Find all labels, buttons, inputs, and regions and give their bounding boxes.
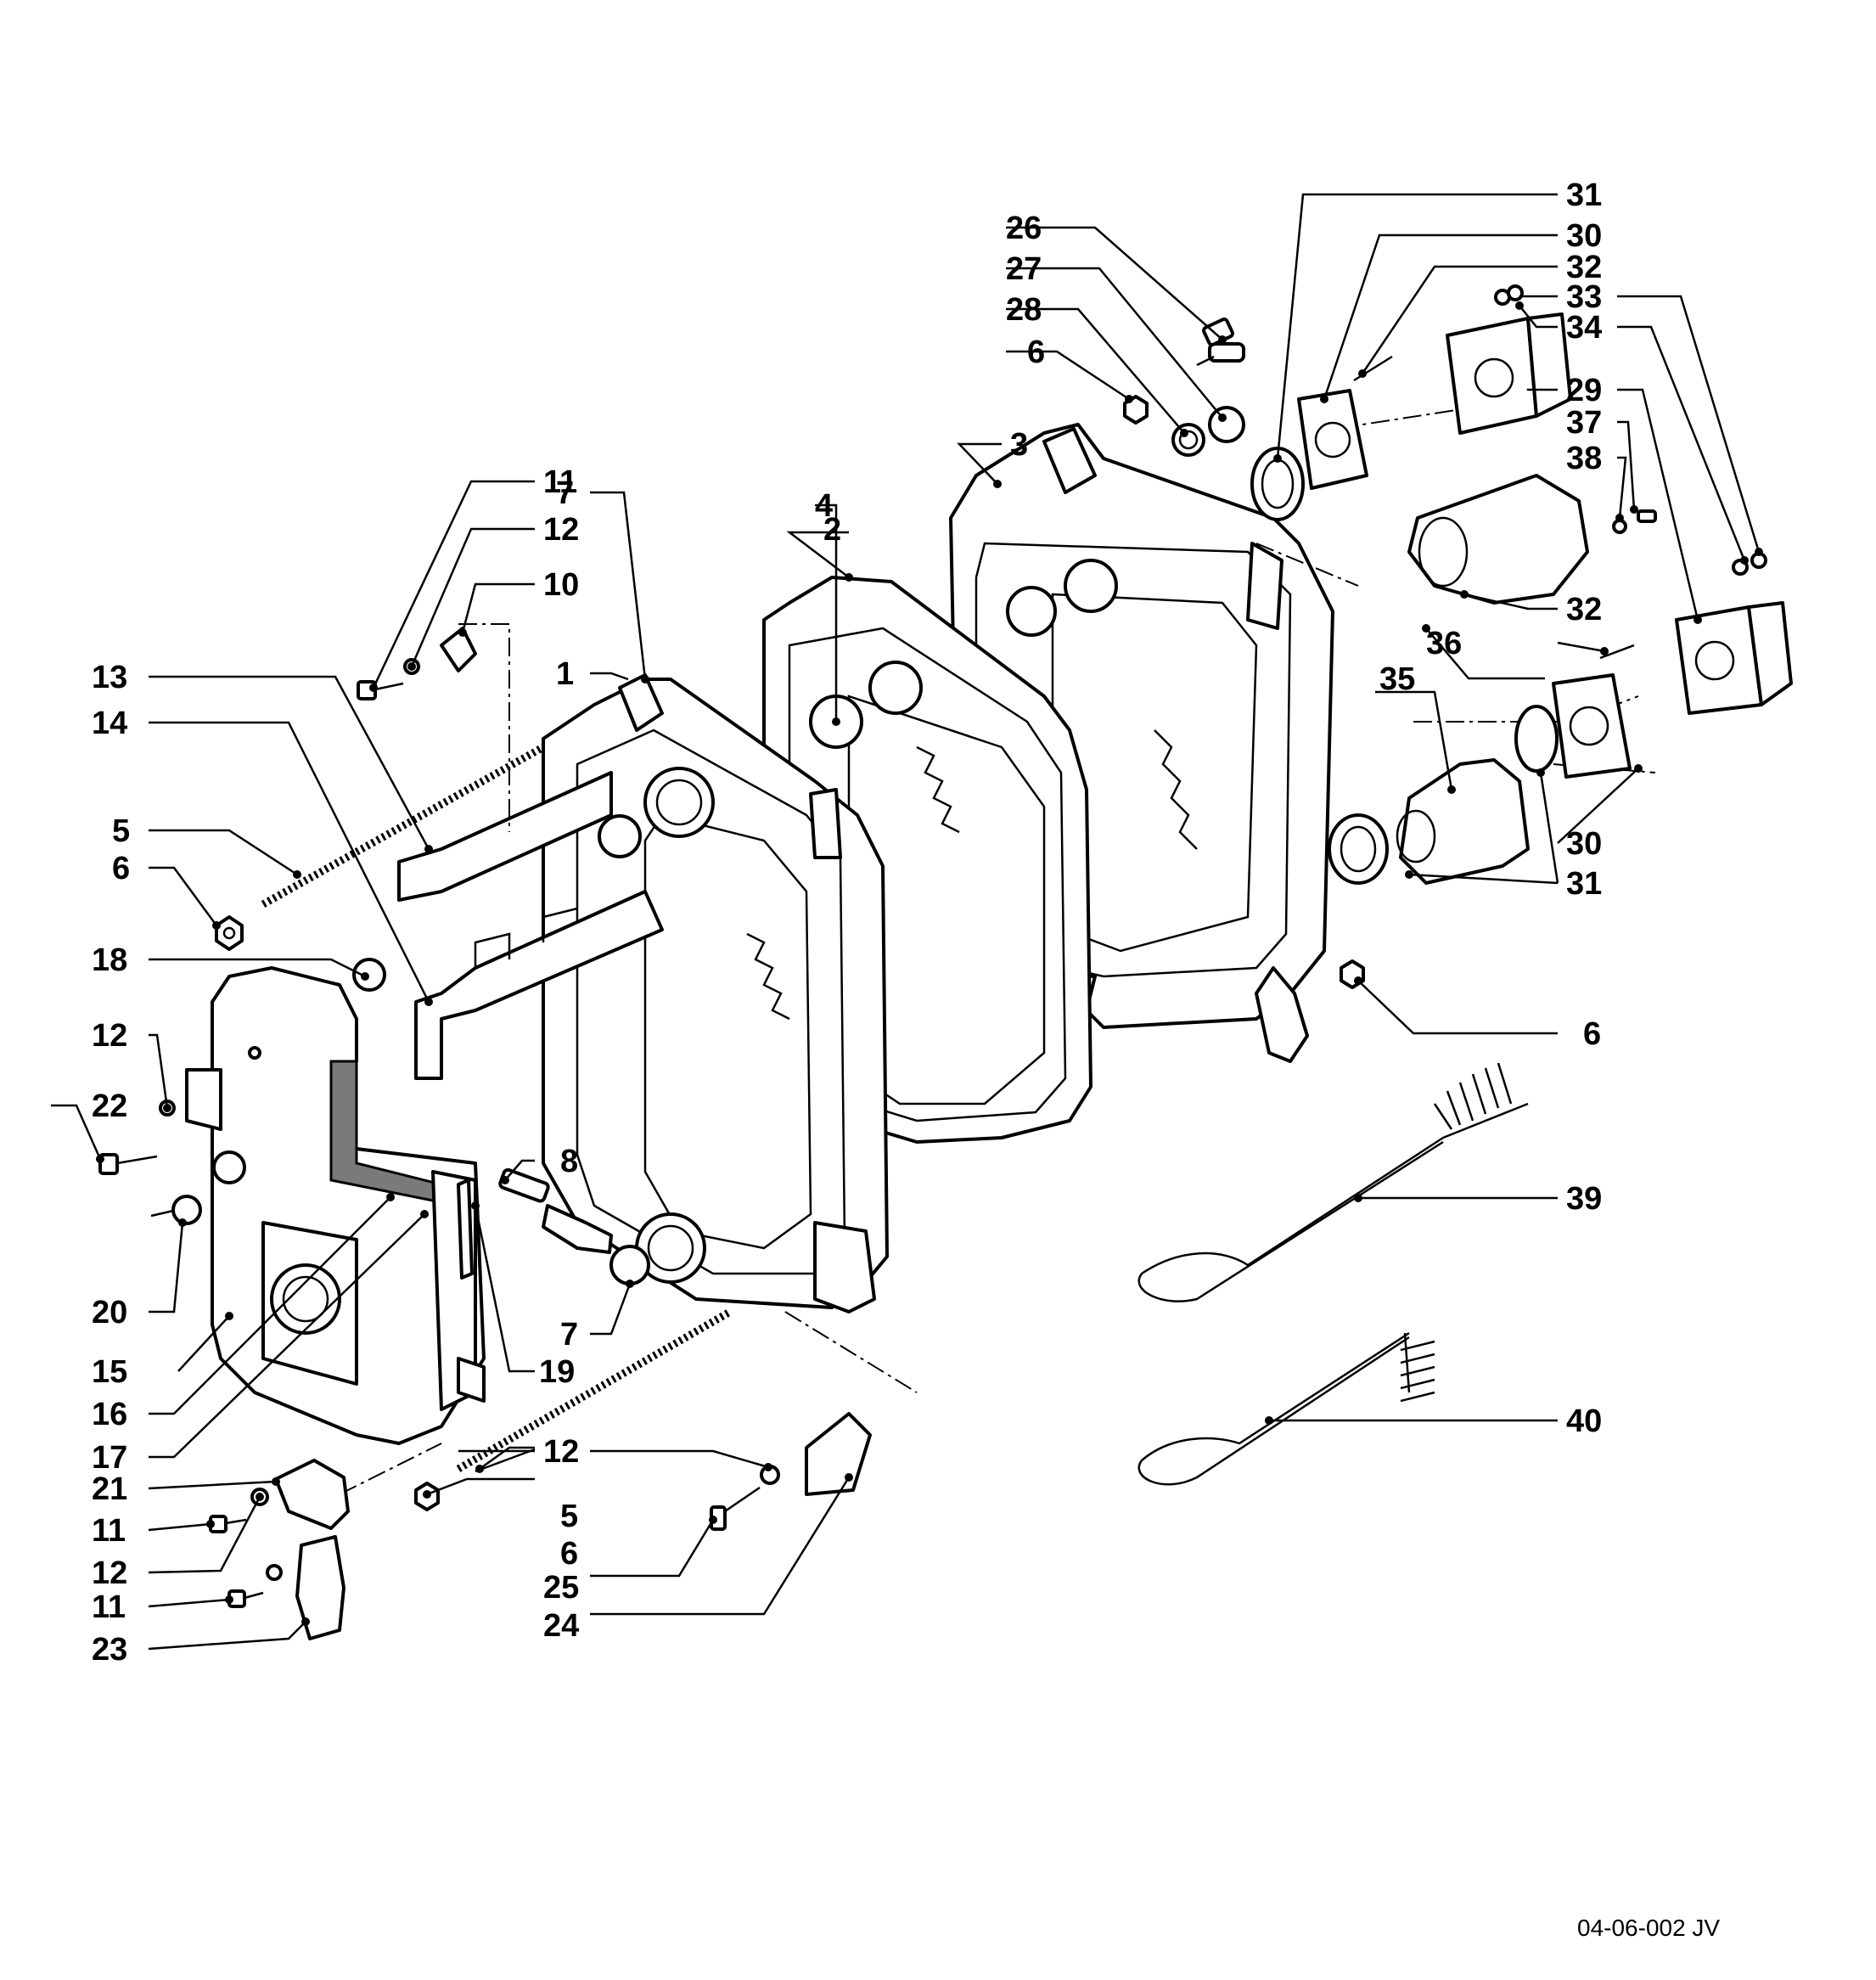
label-11: 11 [543,464,577,500]
label-2: 2 [823,512,841,548]
label-7: 7 [560,1317,578,1353]
label-16: 16 [92,1397,127,1432]
label-21: 21 [92,1471,127,1507]
label-12: 12 [92,1555,127,1591]
label-30: 30 [1566,826,1602,862]
label-5: 5 [112,813,130,849]
label-1: 1 [556,656,574,692]
cap-20 [150,1195,202,1225]
callout-labels: 11 12 10 13 14 5 6 18 12 22 20 15 16 17 … [92,177,1602,1668]
hinges-brackets [274,627,872,1640]
label-32: 32 [1566,250,1602,285]
baffles [397,771,664,1080]
sight-glass-18 [248,958,386,1060]
label-3: 3 [1010,427,1028,463]
label-26: 26 [1006,211,1042,246]
label-32: 32 [1566,592,1602,627]
cleaning-brushes [1137,1062,1529,1486]
label-28: 28 [1006,292,1042,328]
leader-dots [96,301,1763,1626]
label-23: 23 [92,1632,127,1668]
label-6: 6 [560,1536,578,1572]
label-33: 33 [1566,279,1602,315]
label-24: 24 [543,1608,579,1644]
label-38: 38 [1566,441,1602,476]
label-7: 7 [556,475,574,511]
label-6: 6 [112,851,130,886]
label-15: 15 [92,1354,127,1390]
label-10: 10 [543,567,579,603]
label-20: 20 [92,1295,127,1330]
label-12: 12 [92,1018,127,1054]
label-11: 11 [92,1589,126,1625]
label-30: 30 [1566,218,1602,254]
label-22: 22 [92,1088,127,1124]
label-25: 25 [543,1570,579,1606]
label-5: 5 [560,1499,578,1534]
tie-rod-5-upper [261,744,546,908]
label-11: 11 [92,1513,126,1549]
label-4: 4 [815,488,833,524]
label-12: 12 [543,512,579,548]
label-39: 39 [1566,1181,1602,1217]
leader-lines [51,193,1761,1651]
label-31: 31 [1566,177,1602,213]
flue-connections [1250,312,1793,885]
strip-19 [457,1178,474,1280]
label-29: 29 [1566,373,1602,408]
label-13: 13 [92,660,127,695]
label-12: 12 [543,1434,579,1470]
label-34: 34 [1566,310,1602,346]
drawing-reference: 04-06-002 JV [1577,1915,1720,1941]
tie-rod-5-lower [456,1308,733,1472]
label-19: 19 [539,1354,575,1390]
label-14: 14 [92,706,127,741]
label-31: 31 [1566,866,1602,902]
label-37: 37 [1566,405,1602,441]
label-17: 17 [92,1440,127,1476]
label-8: 8 [560,1144,578,1179]
label-35: 35 [1379,661,1415,697]
label-40: 40 [1566,1403,1602,1439]
label-27: 27 [1006,251,1042,287]
label-6: 6 [1583,1016,1601,1052]
label-36: 36 [1426,626,1462,661]
label-6: 6 [1027,335,1045,370]
label-18: 18 [92,942,127,978]
